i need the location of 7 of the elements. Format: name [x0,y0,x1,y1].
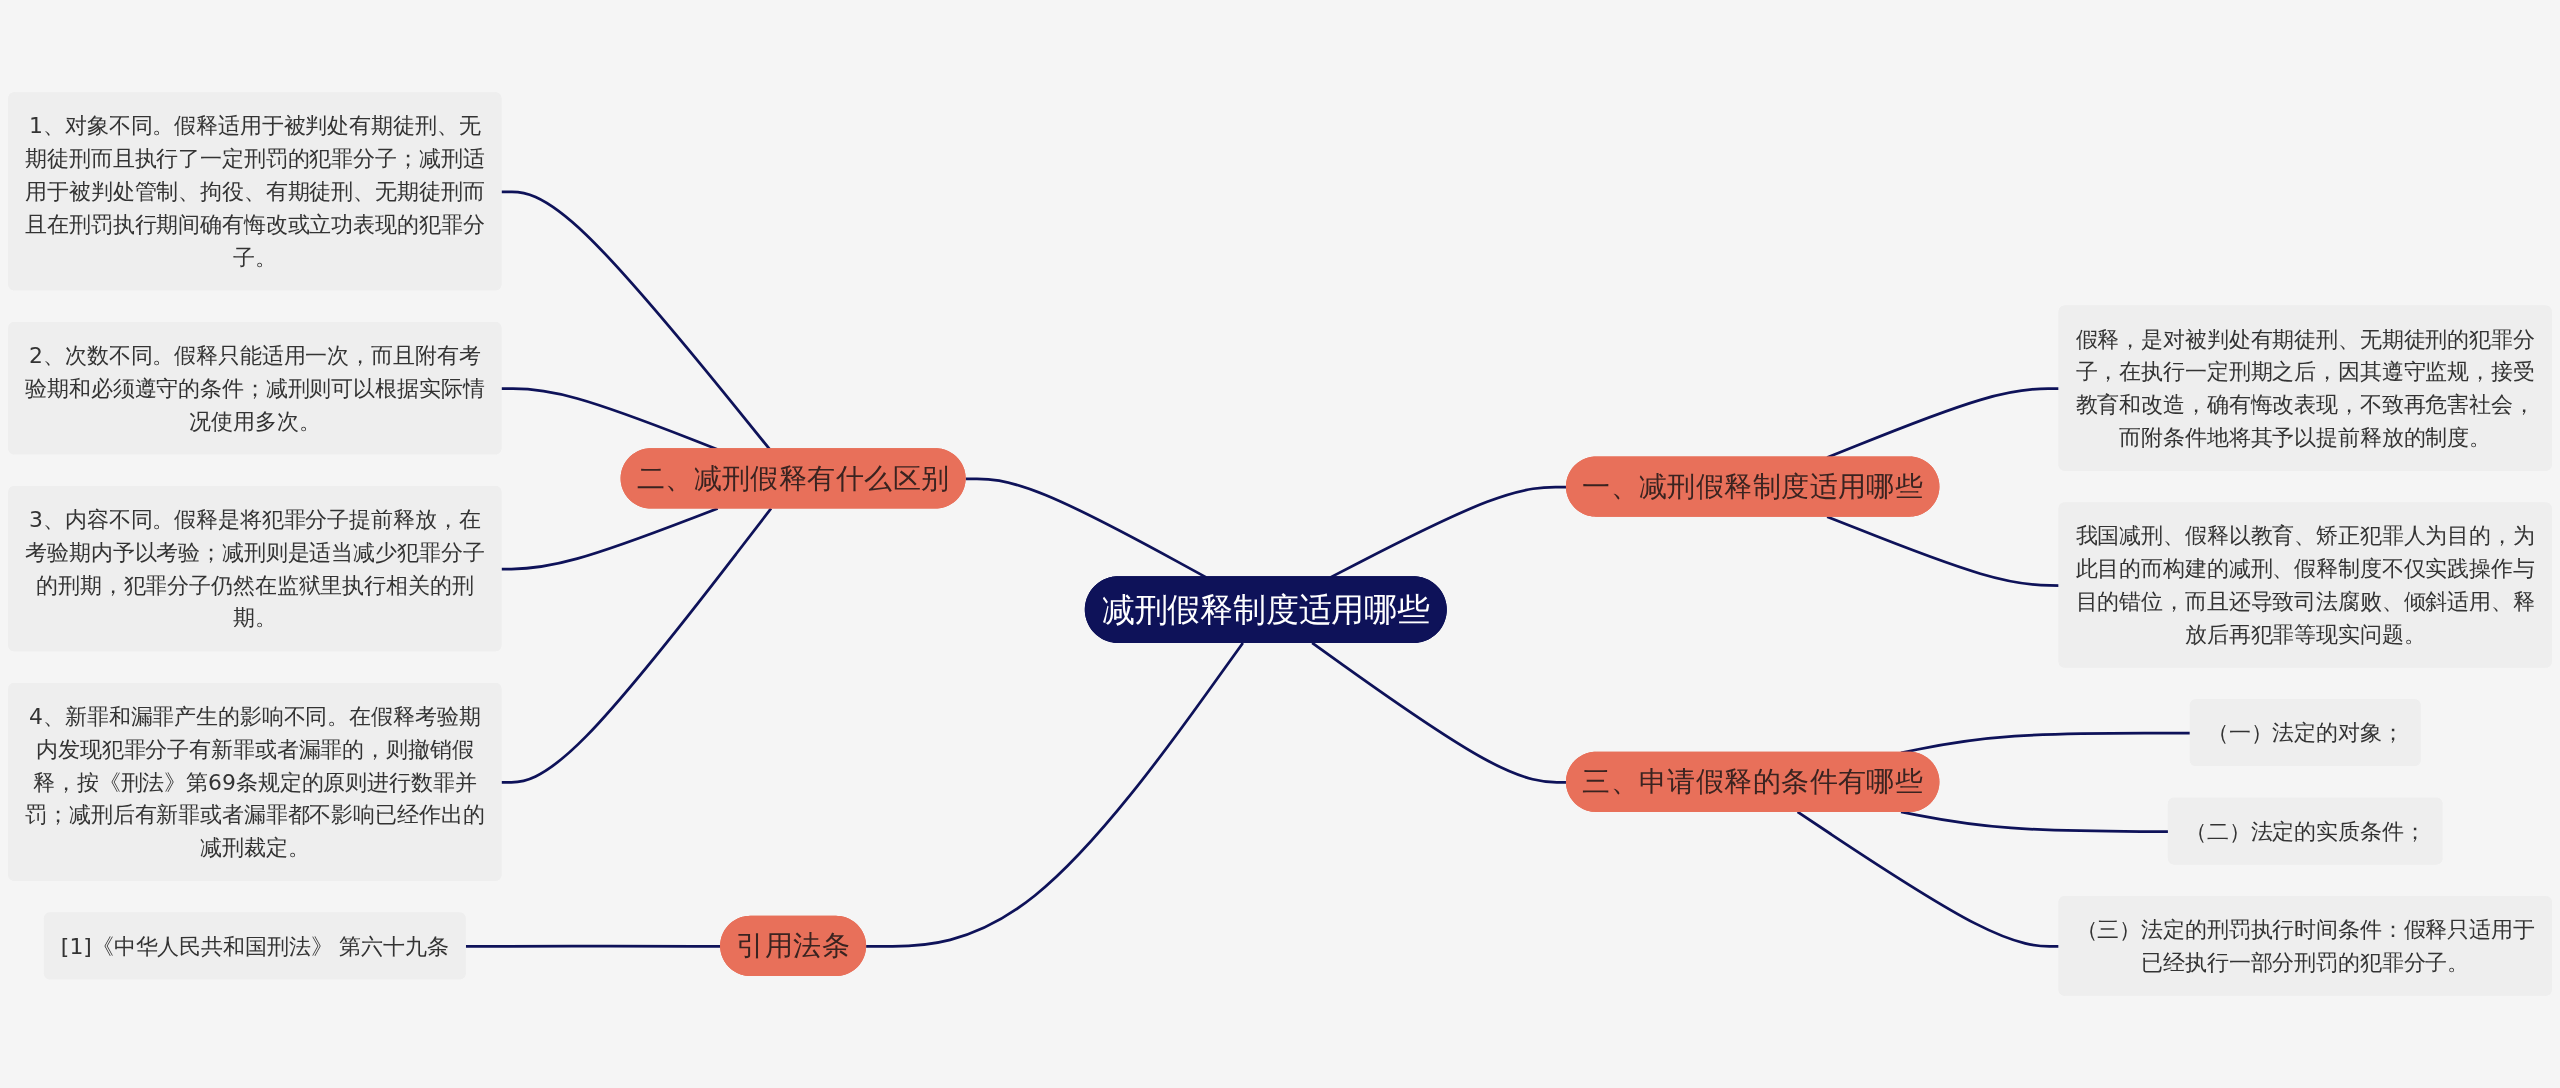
connector [1796,810,2060,948]
connector [1826,387,2060,459]
connector [1826,515,2060,587]
connector [866,642,1244,948]
connector [501,507,773,784]
connector [501,507,719,571]
connector [1900,731,2191,755]
